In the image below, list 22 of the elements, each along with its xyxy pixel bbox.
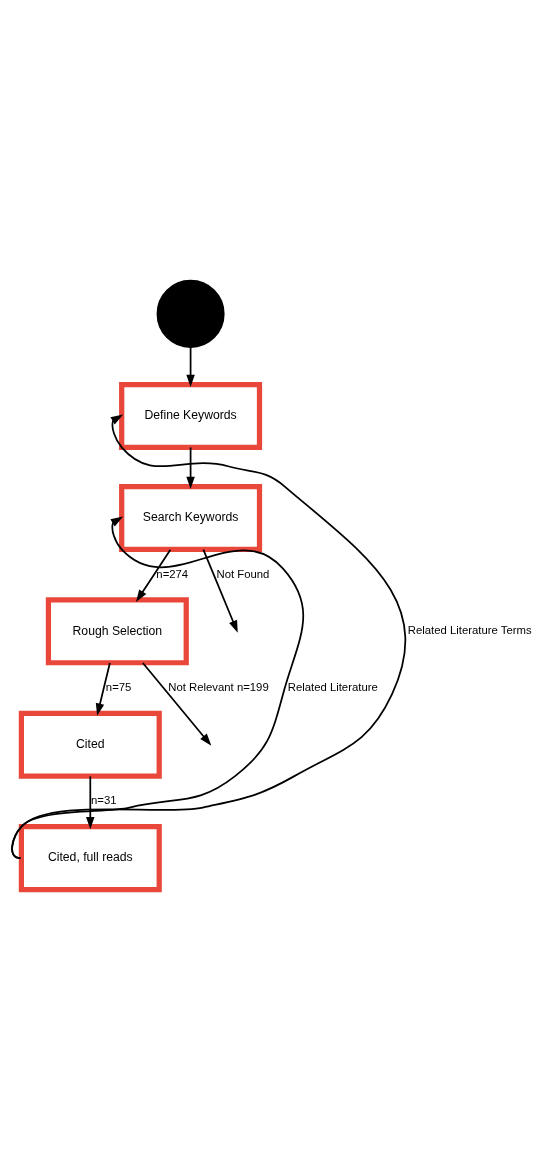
edge-label: Related Literature Terms (407, 623, 532, 636)
arrow (95, 661, 111, 716)
edge-label: Related Literature (287, 680, 378, 693)
node-box: Define Keywords (119, 381, 263, 450)
node-box: Cited (18, 710, 162, 779)
arrow (11, 516, 305, 859)
arrow (11, 414, 406, 859)
edge-label: Not Found (216, 567, 270, 580)
arrow (141, 661, 212, 746)
arrow (136, 548, 172, 602)
node-box: Cited, full reads (18, 823, 162, 892)
edge-label: n=31 (91, 793, 117, 806)
arrow (202, 548, 238, 633)
arrow (186, 344, 195, 387)
node-box: Search Keywords (119, 483, 263, 552)
edge-label: n=274 (156, 567, 189, 580)
edge-label: n=75 (105, 680, 132, 693)
node-box: Rough Selection (45, 596, 189, 665)
node-circle (156, 279, 225, 348)
arrow (186, 446, 195, 489)
edge-label: Not Relevant n=199 (168, 680, 269, 693)
arrow (86, 775, 95, 829)
